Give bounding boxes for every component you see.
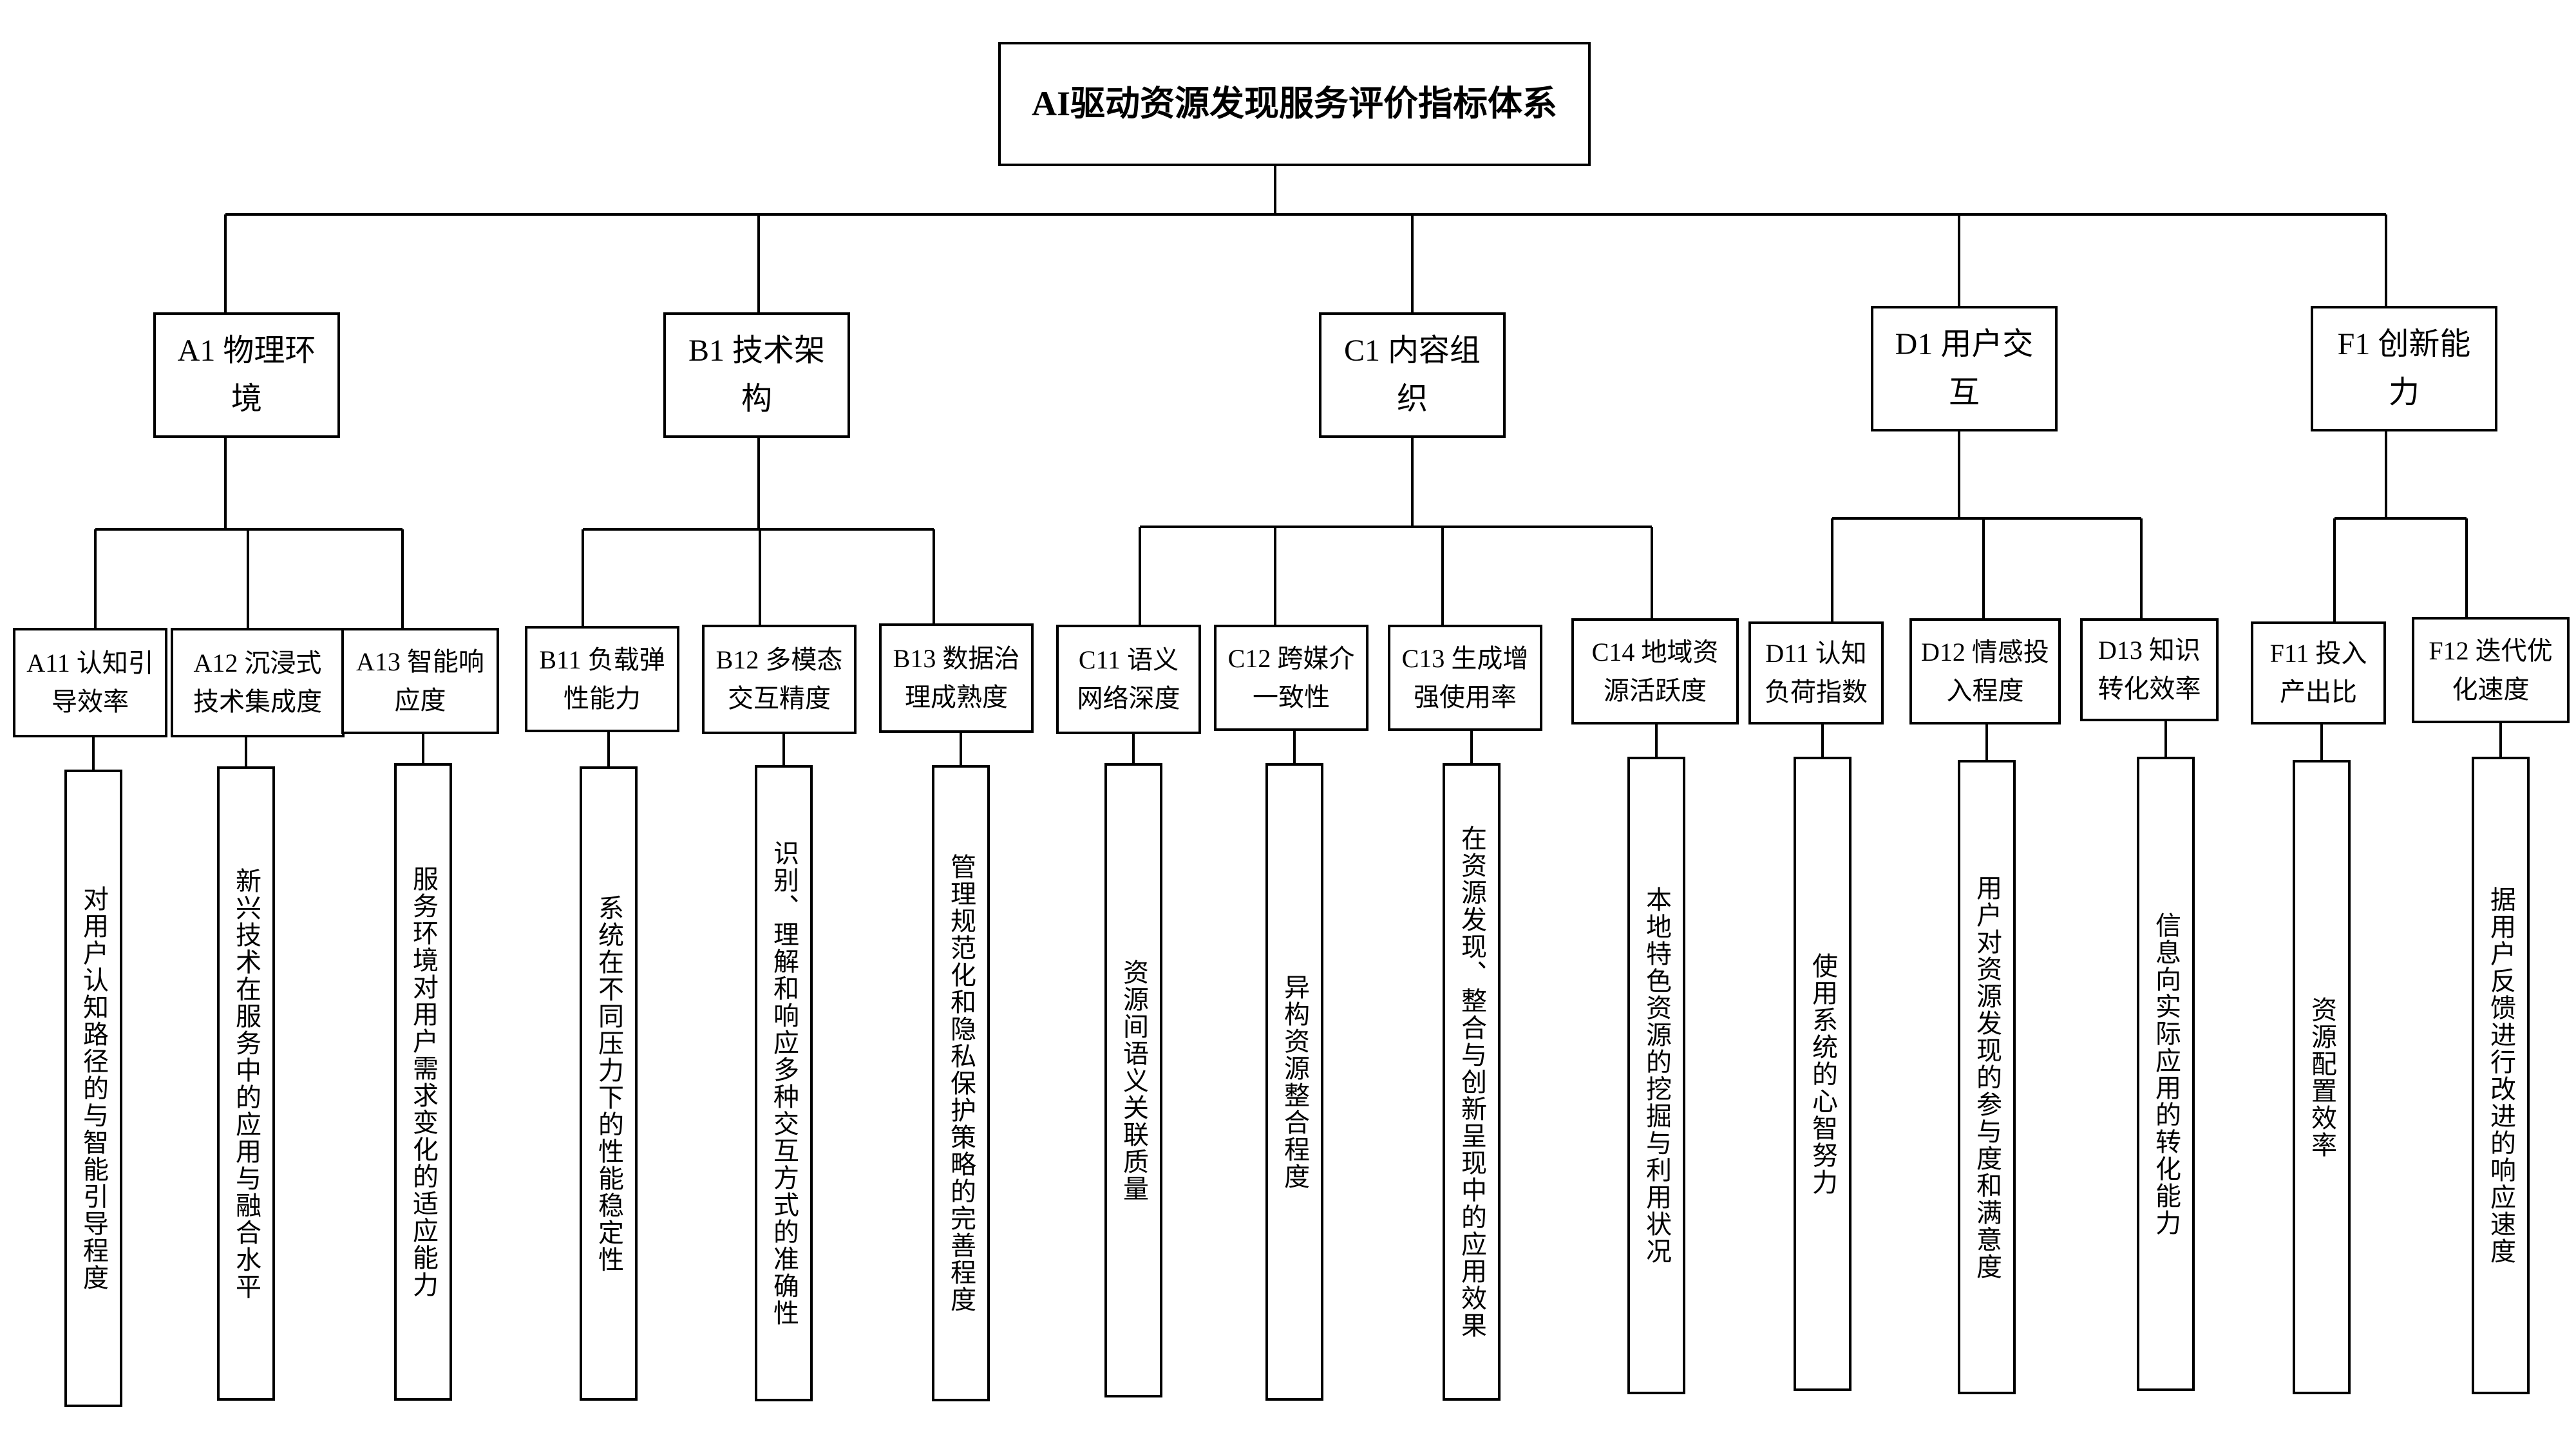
- description-box-a12: 新兴技术在服务中的应用与融合水平: [217, 766, 275, 1401]
- category-box-a1: A1 物理环境: [153, 312, 340, 438]
- indicator-box-d12: D12 情感投入程度: [1909, 618, 2061, 724]
- description-box-c14: 本地特色资源的挖掘与利用状况: [1627, 757, 1685, 1394]
- description-box-b13: 管理规范化和隐私保护策略的完善程度: [932, 765, 990, 1401]
- description-box-f11: 资源配置效率: [2293, 760, 2351, 1394]
- category-box-d1-label: D1 用户交互: [1895, 327, 2034, 410]
- category-box-d1: D1 用户交互: [1871, 306, 2058, 431]
- indicator-box-f12: F12 迭代优化速度: [2412, 617, 2570, 723]
- description-box-b11-label: 系统在不同压力下的性能稳定性: [594, 894, 623, 1273]
- indicator-box-c14-label: C14 地域资源活跃度: [1591, 637, 1719, 705]
- category-box-a1-label: A1 物理环境: [177, 334, 316, 416]
- description-box-a13: 服务环境对用户需求变化的适应能力: [394, 763, 452, 1401]
- indicator-box-a11-label: A11 认知引导效率: [26, 649, 154, 716]
- description-box-b12-label: 识别、理解和响应多种交互方式的准确性: [770, 840, 799, 1327]
- description-box-a11-label: 对用户认知路径的与智能引导程度: [79, 886, 108, 1291]
- description-box-d12: 用户对资源发现的参与度和满意度: [1958, 760, 2016, 1394]
- indicator-box-c11: C11 语义网络深度: [1056, 625, 1201, 734]
- description-box-c13: 在资源发现、整合与创新呈现中的应用效果: [1443, 763, 1501, 1401]
- indicator-box-d13-label: D13 知识转化效率: [2098, 636, 2201, 703]
- indicator-box-c14: C14 地域资源活跃度: [1571, 618, 1739, 724]
- root-title: AI驱动资源发现服务评价指标体系: [1031, 84, 1557, 123]
- category-box-f1-label: F1 创新能力: [2337, 327, 2471, 410]
- description-box-a12-label: 新兴技术在服务中的应用与融合水平: [232, 867, 261, 1300]
- indicator-box-f12-label: F12 迭代优化速度: [2429, 636, 2553, 704]
- description-box-c13-label: 在资源发现、整合与创新呈现中的应用效果: [1457, 825, 1486, 1339]
- indicator-box-a13-label: A13 智能响应度: [356, 647, 484, 715]
- indicator-box-b12-label: B12 多模态交互精度: [715, 645, 843, 713]
- indicator-box-a11: A11 认知引导效率: [13, 628, 167, 737]
- description-box-d13-label: 信息向实际应用的转化能力: [2152, 911, 2181, 1236]
- indicator-box-a12: A12 沉浸式技术集成度: [171, 628, 345, 737]
- indicator-box-c12-label: C12 跨媒介一致性: [1227, 643, 1355, 712]
- description-box-a13-label: 服务环境对用户需求变化的适应能力: [409, 866, 438, 1298]
- description-box-b13-label: 管理规范化和隐私保护策略的完善程度: [947, 853, 976, 1313]
- description-box-d12-label: 用户对资源发现的参与度和满意度: [1973, 874, 2002, 1280]
- description-box-b12: 识别、理解和响应多种交互方式的准确性: [755, 765, 813, 1401]
- category-box-b1: B1 技术架构: [663, 312, 850, 438]
- indicator-box-b13-label: B13 数据治理成熟度: [893, 644, 1020, 712]
- description-box-c14-label: 本地特色资源的挖掘与利用状况: [1642, 886, 1671, 1265]
- category-box-f1: F1 创新能力: [2311, 306, 2497, 431]
- indicator-box-b11-label: B11 负载弹性能力: [539, 645, 665, 713]
- category-box-c1-label: C1 内容组织: [1343, 334, 1481, 416]
- indicator-box-a13: A13 智能响应度: [341, 628, 499, 734]
- indicator-box-f11: F11 投入产出比: [2251, 621, 2386, 724]
- description-box-b11: 系统在不同压力下的性能稳定性: [580, 766, 638, 1401]
- description-box-d11: 使用系统的心智努力: [1794, 757, 1852, 1391]
- description-box-d13: 信息向实际应用的转化能力: [2137, 757, 2195, 1391]
- category-box-c1: C1 内容组织: [1319, 312, 1506, 438]
- indicator-box-d11-label: D11 认知负荷指数: [1765, 639, 1868, 706]
- indicator-box-c13-label: C13 生成增强使用率: [1401, 643, 1529, 712]
- description-box-f12: 据用户反馈进行改进的响应速度: [2472, 757, 2530, 1394]
- indicator-box-b13: B13 数据治理成熟度: [879, 623, 1034, 733]
- description-box-d11-label: 使用系统的心智努力: [1808, 952, 1837, 1196]
- indicator-box-d11: D11 认知负荷指数: [1748, 621, 1884, 724]
- indicator-box-a12-label: A12 沉浸式技术集成度: [193, 649, 322, 716]
- category-box-b1-label: B1 技术架构: [688, 334, 826, 416]
- description-box-c12: 异构资源整合程度: [1265, 763, 1323, 1401]
- indicator-box-b11: B11 负载弹性能力: [525, 626, 679, 732]
- indicator-box-b12: B12 多模态交互精度: [702, 625, 857, 734]
- indicator-box-c11-label: C11 语义网络深度: [1077, 645, 1180, 713]
- root-title-box: AI驱动资源发现服务评价指标体系: [998, 42, 1591, 166]
- description-box-c11-label: 资源间语义关联质量: [1119, 958, 1148, 1202]
- indicator-box-c12: C12 跨媒介一致性: [1214, 625, 1368, 731]
- indicator-box-d12-label: D12 情感投入程度: [1921, 637, 2049, 705]
- description-box-c11: 资源间语义关联质量: [1104, 763, 1162, 1397]
- description-box-f11-label: 资源配置效率: [2307, 996, 2336, 1159]
- indicator-box-c13: C13 生成增强使用率: [1388, 625, 1542, 731]
- description-box-c12-label: 异构资源整合程度: [1280, 974, 1309, 1190]
- description-box-f12-label: 据用户反馈进行改进的响应速度: [2486, 886, 2515, 1265]
- description-box-a11: 对用户认知路径的与智能引导程度: [64, 770, 122, 1407]
- indicator-box-d13: D13 知识转化效率: [2080, 618, 2219, 721]
- indicator-box-f11-label: F11 投入产出比: [2269, 639, 2367, 706]
